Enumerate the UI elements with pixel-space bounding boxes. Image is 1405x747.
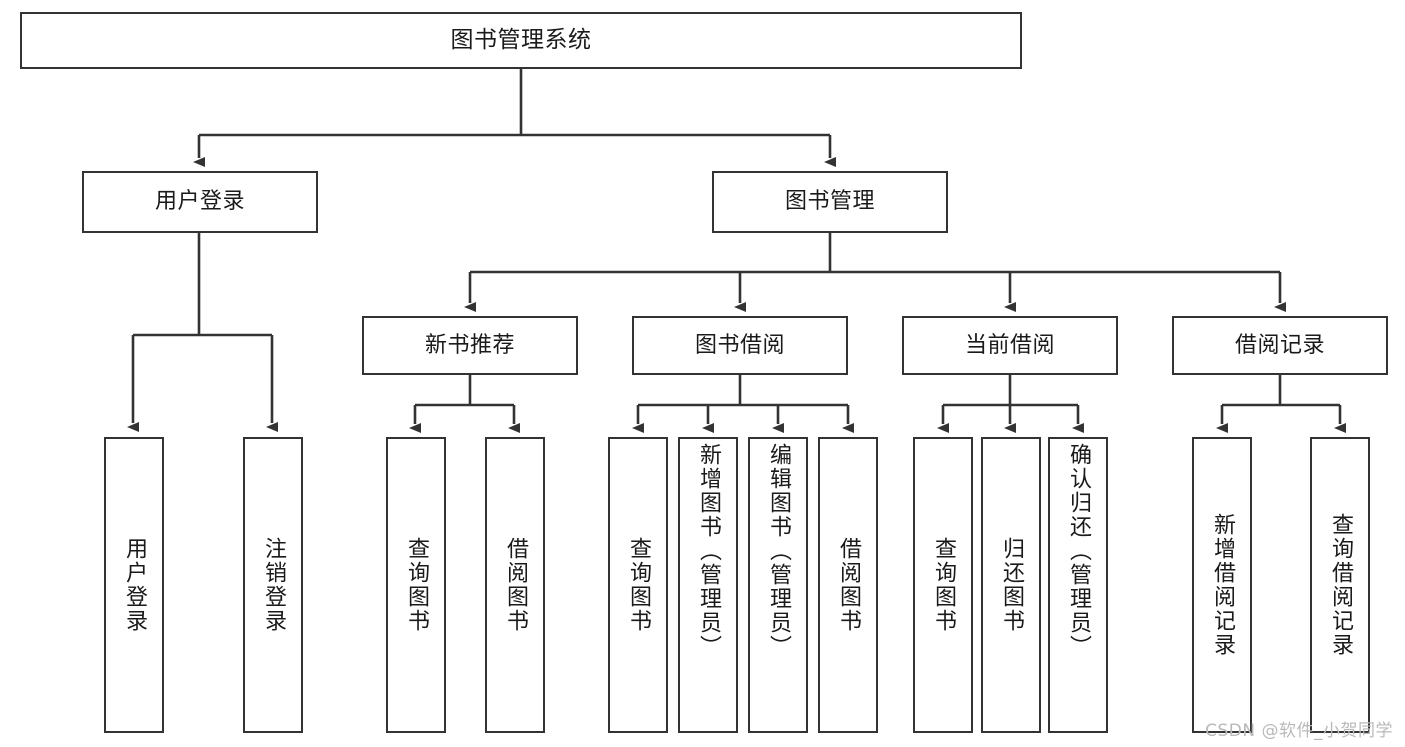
node-book-borrow[interactable]: 图书借阅 [632, 316, 848, 375]
node-label: 借阅记录 [1234, 332, 1325, 358]
node-label: 图书借阅 [694, 332, 785, 358]
node-new-book-recommend[interactable]: 新书推荐 [362, 316, 578, 375]
node-label: 借阅图书 [502, 537, 528, 633]
node-leaf-add-record[interactable]: 新增借阅记录 [1192, 437, 1252, 733]
node-label: 查询图书 [930, 537, 956, 633]
node-user-login[interactable]: 用户登录 [82, 171, 318, 233]
node-label: 借阅图书 [835, 537, 861, 633]
node-leaf-add-book[interactable]: 新增图书（管理员） [678, 437, 738, 733]
node-leaf-query-record[interactable]: 查询借阅记录 [1310, 437, 1370, 733]
node-leaf-borrow-book-1[interactable]: 借阅图书 [485, 437, 545, 733]
node-label: 编辑图书（管理员） [765, 443, 791, 659]
node-leaf-user-login[interactable]: 用户登录 [104, 437, 164, 733]
watermark: CSDN @软件_小贺同学 [1205, 721, 1393, 741]
node-label: 新增借阅记录 [1209, 513, 1235, 657]
node-leaf-edit-book[interactable]: 编辑图书（管理员） [748, 437, 808, 733]
node-label: 查询图书 [403, 537, 429, 633]
node-label: 用户登录 [121, 537, 147, 633]
node-leaf-user-logout[interactable]: 注销登录 [243, 437, 303, 733]
node-label: 查询图书 [625, 537, 651, 633]
node-label: 新书推荐 [424, 332, 515, 358]
node-label: 查询借阅记录 [1327, 513, 1353, 657]
node-label: 归还图书 [998, 537, 1024, 633]
node-leaf-query-book-1[interactable]: 查询图书 [386, 437, 446, 733]
node-borrow-record[interactable]: 借阅记录 [1172, 316, 1388, 375]
node-leaf-borrow-book-2[interactable]: 借阅图书 [818, 437, 878, 733]
node-leaf-return-book[interactable]: 归还图书 [981, 437, 1041, 733]
node-current-borrow[interactable]: 当前借阅 [902, 316, 1118, 375]
node-label: 当前借阅 [964, 332, 1055, 358]
node-root-book-management-system[interactable]: 图书管理系统 [20, 12, 1022, 69]
node-label: 注销登录 [260, 537, 286, 633]
node-leaf-query-book-2[interactable]: 查询图书 [608, 437, 668, 733]
node-label: 新增图书（管理员） [695, 443, 721, 659]
node-book-management[interactable]: 图书管理 [712, 171, 948, 233]
node-label: 用户登录 [154, 189, 245, 215]
node-label: 图书管理系统 [450, 26, 592, 53]
node-label: 图书管理 [784, 189, 875, 215]
node-label: 确认归还（管理员） [1065, 443, 1091, 659]
node-leaf-query-book-3[interactable]: 查询图书 [913, 437, 973, 733]
node-leaf-confirm-return[interactable]: 确认归还（管理员） [1048, 437, 1108, 733]
